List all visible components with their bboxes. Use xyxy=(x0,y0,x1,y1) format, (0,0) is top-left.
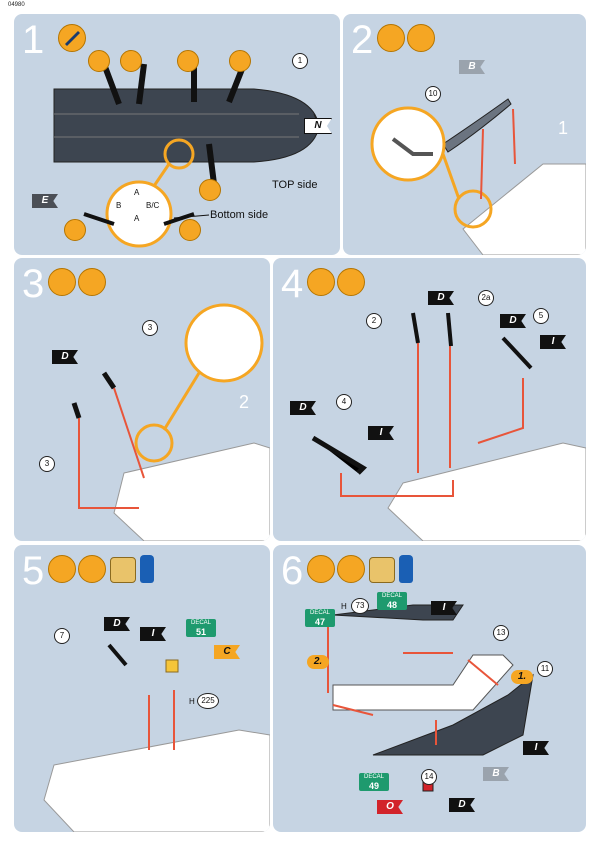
color-flag: D xyxy=(428,291,454,305)
step-1-panel: 1 1 N E TOP side Bottom side A B B/C A xyxy=(14,14,340,255)
step-3-panel: 3 3 3 D 2 xyxy=(14,258,270,541)
brush-icon xyxy=(120,50,142,72)
step-number: 6 xyxy=(281,549,304,593)
glue-icon xyxy=(337,268,365,296)
color-flag: D xyxy=(52,350,78,364)
part-callout: 13 xyxy=(493,625,509,641)
part-callout: 225 xyxy=(197,693,219,709)
hole-label: B xyxy=(116,201,122,210)
brush-icon xyxy=(64,219,86,241)
glue-icon xyxy=(78,268,106,296)
color-flag: I xyxy=(540,335,566,349)
color-flag: I xyxy=(368,426,394,440)
part-callout: 3 xyxy=(142,320,158,336)
assembly-drawing xyxy=(311,312,586,541)
color-flag: I xyxy=(431,601,457,615)
bottom-side-label: Bottom side xyxy=(210,209,269,221)
hole-label: A xyxy=(134,214,140,223)
glue-icon xyxy=(58,24,86,52)
assembly-drawing xyxy=(43,643,270,832)
assembly-drawing xyxy=(327,604,534,792)
h-part-label: H xyxy=(189,697,195,706)
part-callout: 10 xyxy=(425,86,441,102)
step-2-panel: 2 10 B 1 xyxy=(343,14,586,255)
paint-icon xyxy=(48,555,76,583)
decal-fluid-icon xyxy=(399,555,413,583)
part-callout: 11 xyxy=(537,661,553,677)
step-number: 4 xyxy=(281,262,304,306)
color-flag: I xyxy=(523,741,549,755)
color-flag: O xyxy=(377,800,403,814)
color-flag: E xyxy=(32,194,58,208)
color-flag: D xyxy=(104,617,130,631)
decal-icon xyxy=(369,557,395,583)
decal-icon xyxy=(110,557,136,583)
paint-icon xyxy=(48,268,76,296)
color-flag: D xyxy=(500,314,526,328)
part-callout: 73 xyxy=(351,598,369,614)
top-side-label: TOP side xyxy=(272,179,318,191)
brush-icon xyxy=(177,50,199,72)
reference-number: 1 xyxy=(558,118,569,138)
h-part-label: H xyxy=(341,602,347,611)
order-marker: 1. xyxy=(511,670,533,684)
color-flag: C xyxy=(214,645,240,659)
color-flag: D xyxy=(449,798,475,812)
hole-label: B/C xyxy=(146,201,160,210)
bow-drawing xyxy=(370,98,586,255)
step-number: 2 xyxy=(351,18,374,62)
step-number: 3 xyxy=(22,262,45,306)
part-callout: 7 xyxy=(54,628,70,644)
hull-drawing xyxy=(53,62,320,248)
order-marker: 2. xyxy=(307,655,329,669)
part-callout: 3 xyxy=(39,456,55,472)
part-callout: 1 xyxy=(292,53,308,69)
brush-icon xyxy=(229,50,251,72)
paint-icon xyxy=(307,555,335,583)
color-flag: D xyxy=(290,401,316,415)
part-callout: 14 xyxy=(421,769,437,785)
glue-icon xyxy=(407,24,435,52)
step-4-panel: 4 2 2a 4 5 D D D I I xyxy=(273,258,586,541)
part-callout: 2 xyxy=(366,313,382,329)
brush-icon xyxy=(179,219,201,241)
part-callout: 2a xyxy=(478,290,494,306)
step-number: 5 xyxy=(22,549,45,593)
hole-label: A xyxy=(134,188,140,197)
color-flag: B xyxy=(459,60,485,74)
part-callout: 4 xyxy=(336,394,352,410)
brush-icon xyxy=(199,179,221,201)
reference-number: 2 xyxy=(239,392,250,412)
color-flag: B xyxy=(483,767,509,781)
part-callout: 5 xyxy=(533,308,549,324)
glue-icon xyxy=(78,555,106,583)
color-flag: I xyxy=(140,627,166,641)
brush-icon xyxy=(88,50,110,72)
product-code: 04980 xyxy=(8,2,25,8)
step-number: 1 xyxy=(22,18,45,62)
paint-icon xyxy=(377,24,405,52)
glue-icon xyxy=(337,555,365,583)
assembly-drawing xyxy=(71,303,270,541)
paint-icon xyxy=(307,268,335,296)
decal-fluid-icon xyxy=(140,555,154,583)
